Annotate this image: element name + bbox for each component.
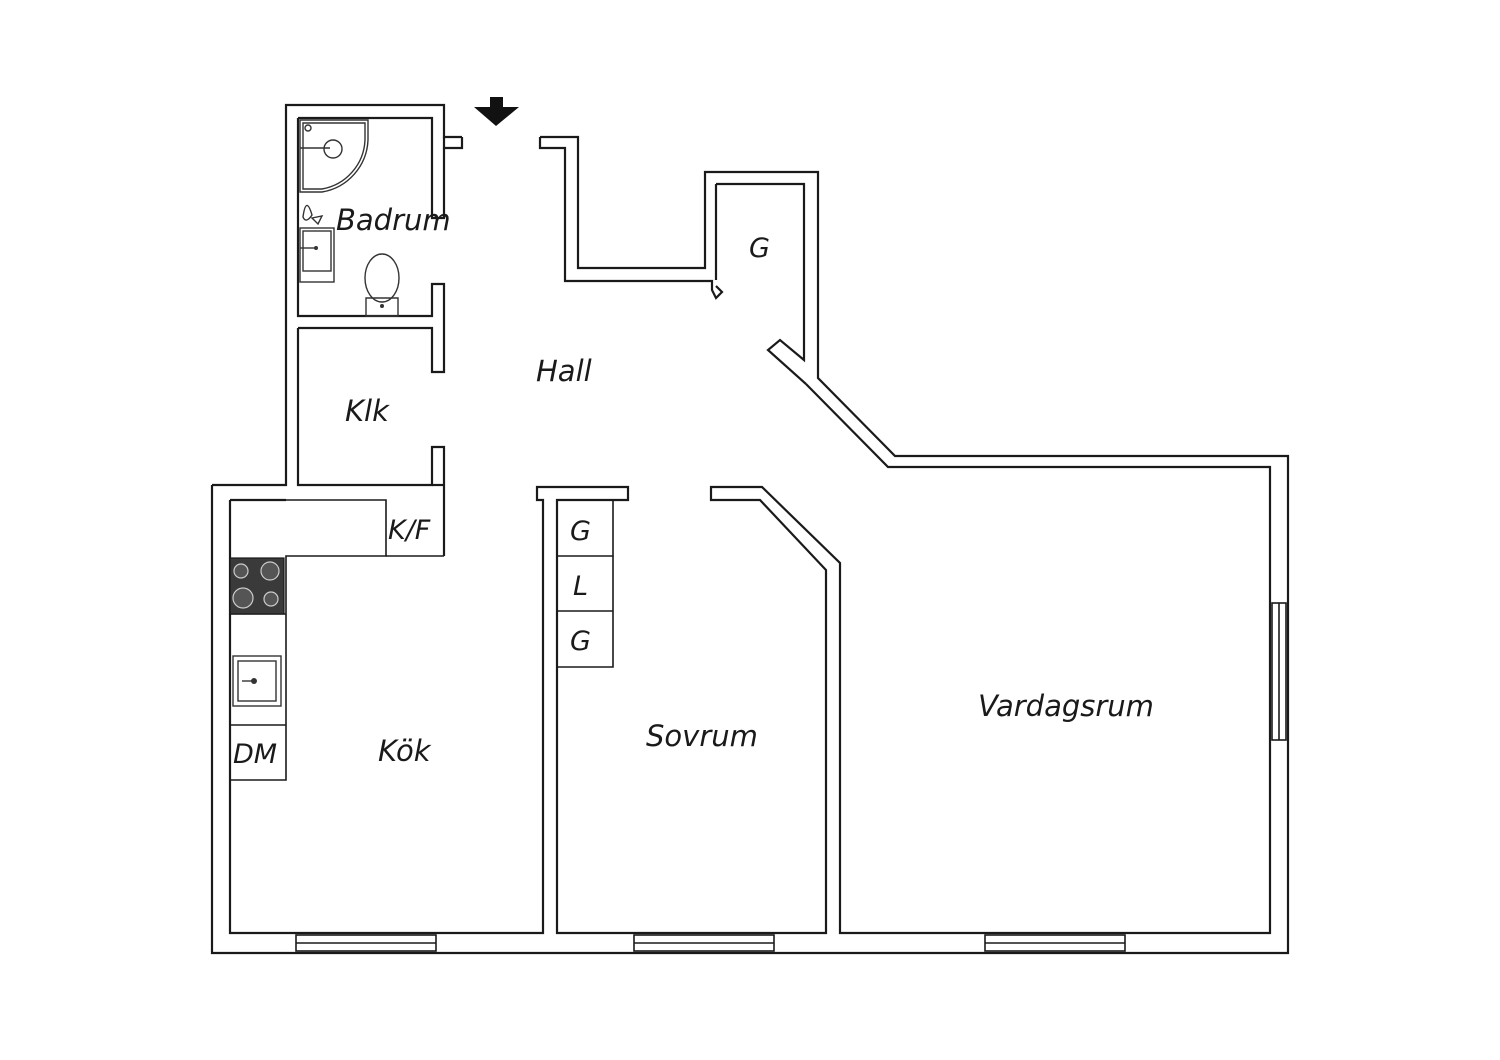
label-wardrobe-g1: G	[570, 516, 591, 547]
entrance-arrow-icon	[474, 97, 519, 126]
window-sovrum	[633, 934, 775, 952]
outer-walls	[210, 103, 1290, 955]
room-label-klk: Klk	[345, 394, 390, 428]
window-vardagsrum-right	[1271, 602, 1287, 741]
room-label-hall: Hall	[536, 354, 592, 388]
klk-walls	[296, 328, 446, 556]
stove	[229, 557, 285, 615]
room-label-badrum: Badrum	[336, 203, 451, 237]
label-kf: K/F	[388, 515, 431, 546]
label-wardrobe-l: L	[573, 571, 588, 602]
room-label-kok: Kök	[378, 734, 432, 768]
room-label-vardagsrum: Vardagsrum	[978, 689, 1154, 723]
window-vardagsrum-bottom	[984, 934, 1126, 952]
kitchen-sink	[232, 655, 282, 707]
label-hall-closet: G	[749, 233, 770, 264]
room-label-sovrum: Sovrum	[646, 719, 758, 753]
label-dm: DM	[233, 739, 277, 770]
wardrobe-block	[556, 500, 614, 668]
bathroom-walls	[296, 116, 446, 374]
window-kok	[295, 934, 437, 952]
bathroom-fixtures	[299, 119, 400, 317]
hall-closet-walls	[714, 182, 807, 385]
entrance-jambs	[442, 137, 724, 300]
label-wardrobe-g2: G	[570, 626, 591, 657]
windows	[295, 602, 1287, 952]
